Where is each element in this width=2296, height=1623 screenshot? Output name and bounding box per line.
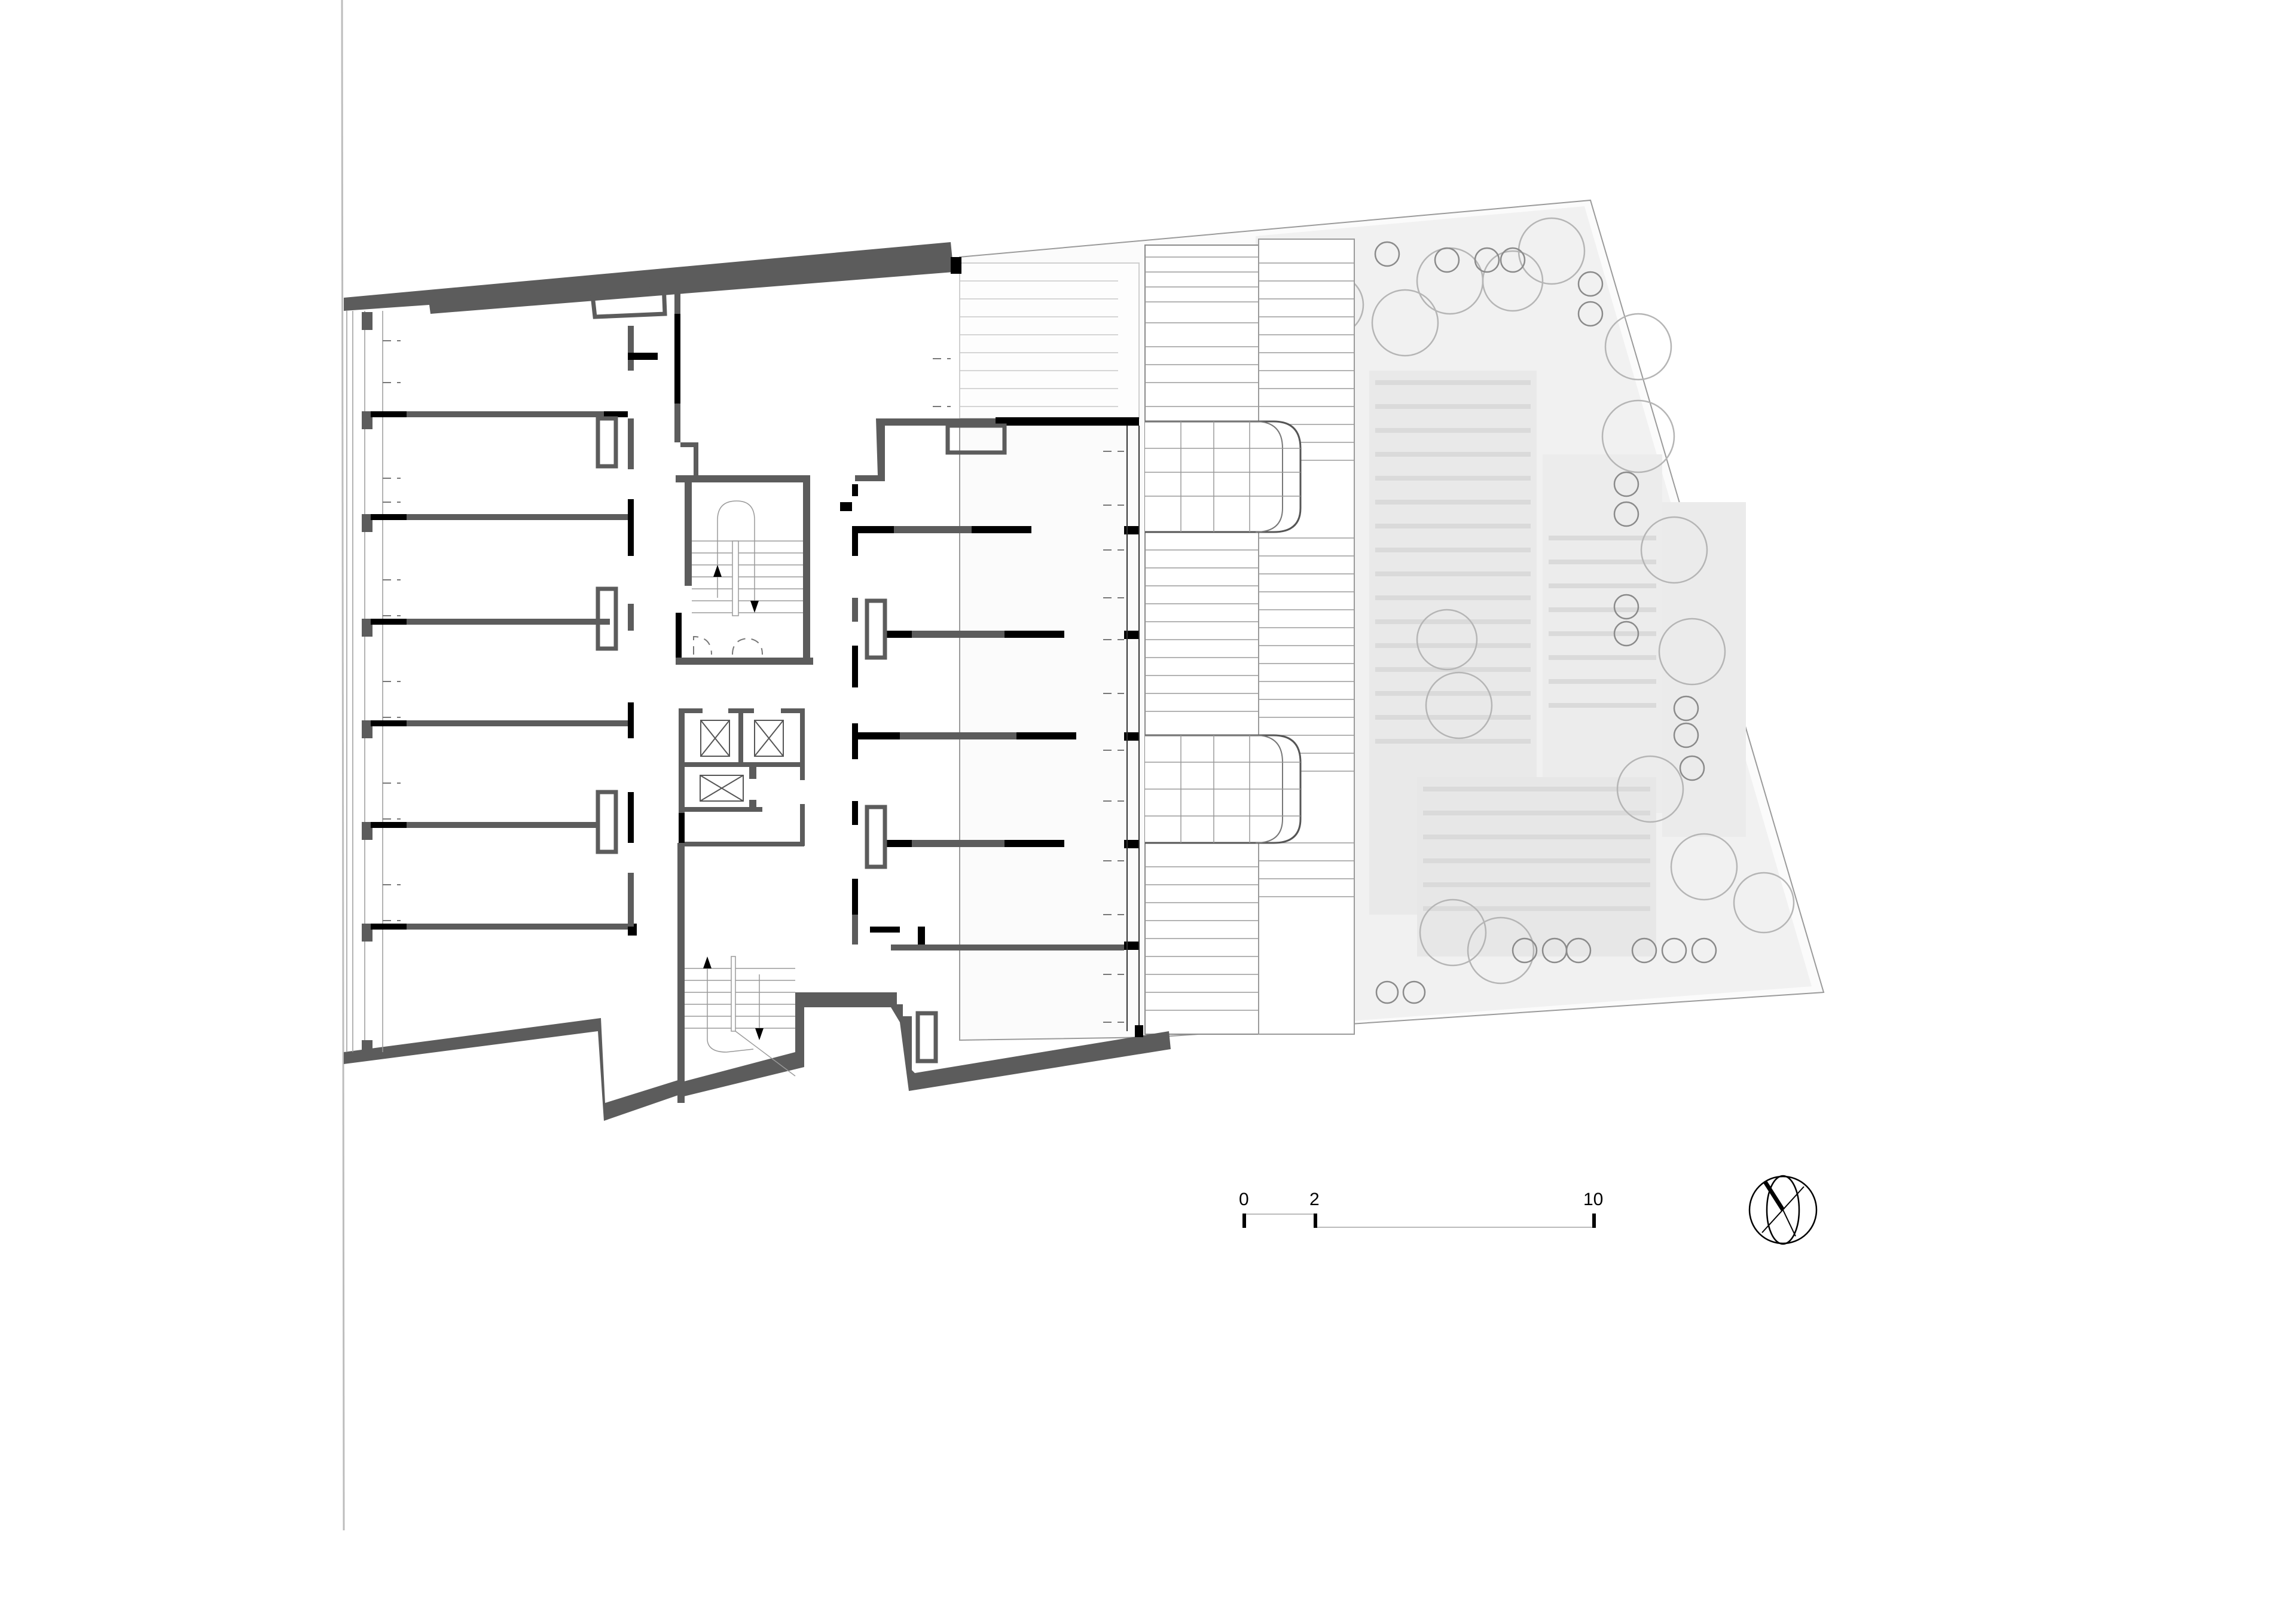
stair-up-arrow-icon [703,956,712,968]
elevator-shaft-icon [700,720,784,802]
terrace-decking [959,239,1355,1035]
stair-down-arrow-icon [755,1028,764,1040]
stair-down-arrow-icon [750,601,759,613]
balcony-upper [1145,420,1302,533]
right-wing [840,417,1143,1063]
deck-boards [1145,256,1354,1011]
door-swings [383,340,1124,1023]
closets-left [590,282,667,854]
building [344,242,1171,1121]
stair-up-arrow-icon [713,565,722,577]
elevator-core [679,708,805,846]
stair-core-lower [677,843,796,1103]
exterior-wall-south-west [344,1018,682,1121]
left-unit-partitions [371,411,637,936]
exterior-wall-north [344,242,954,314]
scale-label-2: 2 [1309,1190,1320,1209]
scale-bar [1242,1214,1596,1228]
site-boundary-line [341,0,345,1531]
scale-label-0: 0 [1239,1190,1249,1209]
scale-label-10: 10 [1583,1190,1604,1209]
balcony-lower [1145,734,1302,844]
north-arrow-icon [1748,1175,1818,1245]
stair-core-upper [676,475,813,665]
corridor-walls [628,290,698,927]
